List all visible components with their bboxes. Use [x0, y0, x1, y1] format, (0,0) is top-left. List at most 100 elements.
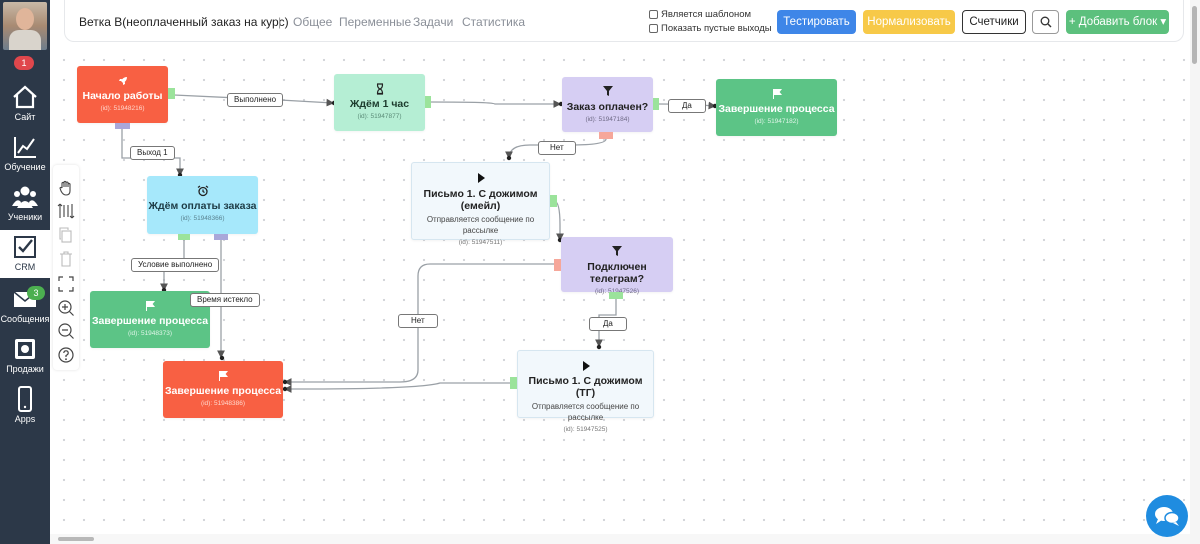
phone-icon	[18, 386, 32, 412]
node-order-paid[interactable]: Заказ оплачен? (id): 51947184)	[562, 77, 653, 132]
fit-icon[interactable]	[57, 202, 75, 220]
node-title: Ждём 1 час	[349, 98, 410, 110]
node-id: (id): 51948216)	[100, 105, 145, 112]
trash-icon[interactable]	[57, 250, 75, 268]
node-description: Отправляется сообщение по рассылке	[531, 402, 640, 422]
node-finish-1[interactable]: Завершение процесса (id): 51947182)	[716, 79, 837, 136]
sidebar-item-label: Ученики	[7, 212, 43, 222]
copy-icon[interactable]	[57, 226, 75, 244]
node-id: (id): 51947526)	[594, 288, 640, 295]
checkbox-label: Является шаблоном	[661, 9, 752, 20]
node-id: (id): 51947182)	[754, 118, 799, 125]
sidebar-item-apps[interactable]: Apps	[0, 382, 50, 430]
edge-label-timeout[interactable]: Время истекло	[190, 293, 260, 307]
house-icon	[13, 85, 37, 109]
avatar[interactable]	[3, 2, 47, 50]
node-start[interactable]: Начало работы (id): 51948216)	[77, 66, 168, 123]
edge-label-exit1[interactable]: Выход 1	[130, 146, 175, 160]
alarm-icon	[197, 185, 208, 197]
edge-label-no[interactable]: Нет	[398, 314, 438, 328]
node-email[interactable]: Письмо 1. С дожимом (емейл) Отправляется…	[411, 162, 550, 246]
edge-label-condition-met[interactable]: Условие выполнено	[131, 258, 220, 272]
sidebar-item-label: Сообщения	[0, 314, 50, 324]
node-title: Начало работы	[82, 90, 163, 102]
node-finish-2[interactable]: Завершение процесса (id): 51948373)	[90, 291, 210, 348]
checkbox-label: Показать пустые выходы	[661, 23, 772, 34]
sidebar-item-label: Сайт	[14, 112, 36, 122]
sidebar-item-students[interactable]: Ученики	[0, 180, 50, 228]
port-out[interactable]	[425, 96, 431, 108]
template-checkbox[interactable]: Является шаблоном	[649, 9, 751, 20]
checkbox-box[interactable]	[649, 10, 658, 19]
chat-icon	[1155, 507, 1180, 526]
scroll-thumb[interactable]	[58, 537, 94, 541]
node-id: (id): 51948366)	[180, 215, 225, 222]
notification-badge[interactable]: 1	[14, 56, 34, 70]
port-out[interactable]	[510, 377, 517, 389]
header: Ветка B(неоплаченный заказ на курс) | Об…	[64, 0, 1184, 42]
checkbox-icon	[14, 236, 36, 258]
flag-icon	[772, 89, 782, 99]
test-button[interactable]: Тестировать	[777, 10, 856, 34]
port-out[interactable]	[550, 195, 557, 207]
zoom-in-icon[interactable]	[57, 299, 75, 317]
node-id: (id): 51947184)	[585, 116, 630, 123]
port-out[interactable]	[168, 88, 175, 99]
tab-tasks[interactable]: Задачи	[413, 15, 454, 29]
tab-variables[interactable]: Переменные	[339, 15, 412, 29]
page-title: Ветка B(неоплаченный заказ на курс)	[79, 15, 289, 29]
sidebar-item-site[interactable]: Сайт	[0, 80, 50, 128]
node-id: (id): 51948373)	[127, 330, 173, 337]
checkbox-box[interactable]	[649, 24, 658, 33]
counters-button[interactable]: Счетчики	[962, 10, 1026, 34]
node-title: Завершение процесса	[718, 103, 835, 115]
show-empty-exits-checkbox[interactable]: Показать пустые выходы	[649, 23, 772, 34]
search-button[interactable]	[1032, 10, 1059, 34]
canvas-tools	[53, 165, 79, 370]
port-out[interactable]	[115, 123, 130, 129]
node-finish-3[interactable]: Завершение процесса (id): 51948386)	[163, 361, 283, 418]
flag-icon	[219, 371, 229, 381]
node-wait-1h[interactable]: Ждём 1 час (id): 51947877)	[334, 74, 425, 131]
hand-icon[interactable]	[57, 179, 75, 197]
register-icon	[15, 339, 35, 359]
chat-button[interactable]	[1146, 495, 1188, 537]
sidebar-item-messages[interactable]: 3 Сообщения	[0, 282, 50, 330]
node-telegram-connected[interactable]: Подключен телеграм? (id): 51947526)	[561, 237, 673, 295]
port-out[interactable]	[214, 234, 228, 240]
tab-statistics[interactable]: Статистика	[462, 15, 526, 29]
edge-label-no[interactable]: Нет	[538, 141, 576, 155]
hourglass-icon	[376, 83, 383, 95]
port-out[interactable]	[554, 259, 561, 271]
port-out[interactable]	[609, 292, 623, 299]
vertical-scrollbar[interactable]	[1190, 0, 1200, 544]
sidebar-item-learning[interactable]: Обучение	[0, 130, 50, 178]
scroll-thumb[interactable]	[1192, 6, 1197, 64]
port-out[interactable]	[599, 132, 613, 139]
play-icon	[582, 361, 590, 371]
users-icon	[12, 186, 38, 208]
add-block-button[interactable]: + Добавить блок ▾	[1066, 10, 1169, 34]
node-telegram-message[interactable]: Письмо 1. С дожимом (ТГ) Отправляется со…	[517, 350, 654, 433]
sidebar-item-label: Apps	[14, 414, 36, 424]
edge-label-yes[interactable]: Да	[589, 317, 627, 331]
fullscreen-icon[interactable]	[57, 275, 75, 293]
edge-label-done[interactable]: Выполнено	[227, 93, 284, 107]
port-out[interactable]	[178, 234, 190, 240]
add-block-label: + Добавить блок	[1068, 16, 1158, 28]
node-description: Отправляется сообщение по рассылке	[426, 215, 535, 235]
search-icon	[1040, 16, 1051, 28]
node-wait-payment[interactable]: Ждём оплаты заказа (id): 51948366)	[147, 176, 258, 234]
normalize-button[interactable]: Нормализовать	[863, 10, 955, 34]
help-icon[interactable]	[57, 346, 75, 364]
node-id: (id): 51948386)	[200, 400, 246, 407]
chevron-down-icon: ▾	[1160, 16, 1167, 28]
horizontal-scrollbar[interactable]	[50, 534, 1190, 544]
zoom-out-icon[interactable]	[57, 322, 75, 340]
sidebar-item-crm[interactable]: CRM	[0, 230, 50, 278]
port-out[interactable]	[653, 98, 659, 110]
tab-general[interactable]: Общее	[293, 15, 333, 29]
header-separator: |	[278, 15, 282, 29]
sidebar-item-sales[interactable]: Продажи	[0, 332, 50, 380]
edge-label-yes[interactable]: Да	[668, 99, 706, 113]
